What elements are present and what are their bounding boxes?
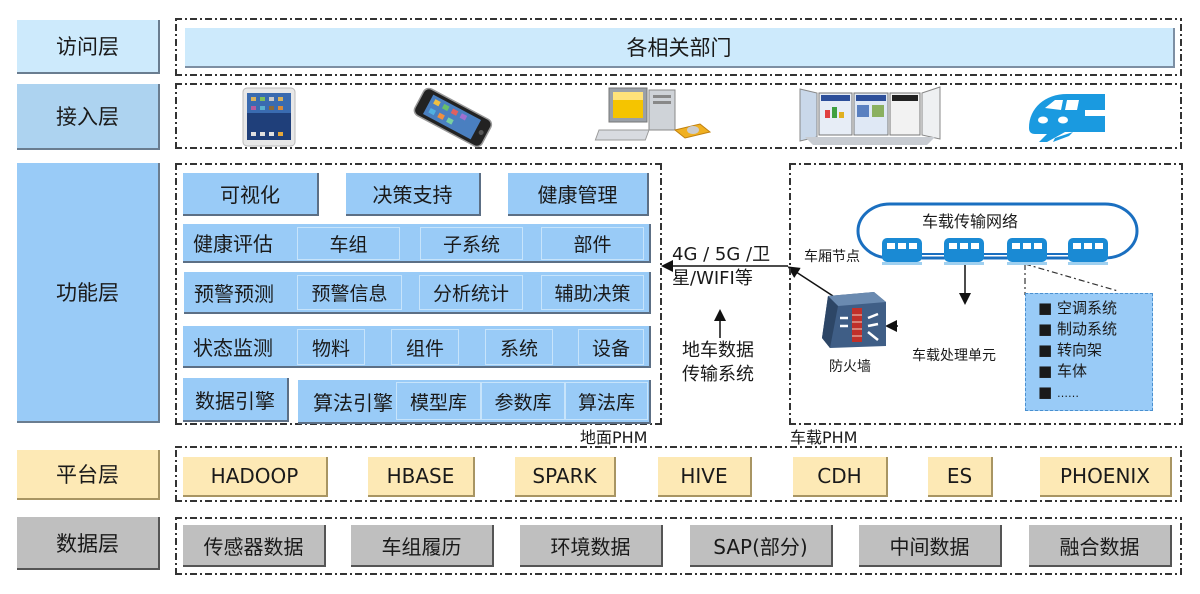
subsystem-item: ■ 转向架 bbox=[1038, 341, 1102, 359]
channel-label-line1: 4G / 5G /卫 bbox=[672, 244, 771, 265]
data-item-sensor: 传感器数据 bbox=[183, 525, 326, 567]
warning-item-decision-aid: 辅助决策 bbox=[541, 275, 644, 310]
car-node-icon bbox=[1068, 238, 1108, 265]
channel-label-line2: 星/WIFI等 bbox=[672, 268, 753, 289]
layer-label-ingress: 接入层 bbox=[17, 84, 160, 150]
engine-item-model-library: 模型库 bbox=[396, 382, 481, 420]
ingress-layer-frame bbox=[175, 83, 1182, 149]
data-item-sap: SAP(部分) bbox=[690, 525, 833, 567]
row-title: 状态监测 bbox=[193, 335, 273, 360]
platform-item-es: ES bbox=[928, 457, 993, 497]
data-item-trainset-history: 车组履历 bbox=[351, 525, 494, 567]
platform-item-hbase: HBASE bbox=[368, 457, 475, 497]
subsystem-item: ■ 车体 bbox=[1038, 362, 1087, 380]
platform-item-hadoop: HADOOP bbox=[183, 457, 328, 497]
onboard-phm-label: 车载PHM bbox=[790, 428, 858, 447]
monitor-item-material: 物料 bbox=[297, 329, 365, 365]
platform-item-cdh: CDH bbox=[793, 457, 888, 497]
subsystem-list: ■ 空调系统 ■ 制动系统 ■ 转向架 ■ 车体 ■ …… bbox=[1025, 293, 1153, 411]
monitor-item-equipment: 设备 bbox=[578, 329, 644, 365]
tablet-icon bbox=[242, 87, 296, 147]
data-item-intermediate: 中间数据 bbox=[859, 525, 1002, 567]
ground-phm-label: 地面PHM bbox=[580, 428, 648, 447]
data-item-fused: 融合数据 bbox=[1029, 525, 1172, 567]
row-title: 预警预测 bbox=[194, 281, 274, 306]
onboard-network-label: 车载传输网络 bbox=[922, 212, 1019, 231]
subsystem-item: ■ 空调系统 bbox=[1038, 299, 1117, 317]
layer-label-function: 功能层 bbox=[17, 163, 160, 423]
module-decision-support: 决策支持 bbox=[346, 173, 481, 216]
firewall-icon bbox=[822, 292, 886, 348]
car-nodes bbox=[882, 238, 1108, 265]
platform-item-phoenix: PHOENIX bbox=[1040, 457, 1172, 497]
car-node-label: 车厢节点 bbox=[804, 249, 860, 265]
firewall-label: 防火墙 bbox=[829, 359, 871, 375]
data-layer-frame bbox=[175, 517, 1182, 575]
dashboard-screens-icon bbox=[799, 86, 941, 145]
data-item-environment: 环境数据 bbox=[520, 525, 663, 567]
platform-item-hive: HIVE bbox=[658, 457, 752, 497]
warning-item-info: 预警信息 bbox=[297, 275, 402, 310]
subsystem-item: ■ …… bbox=[1038, 383, 1079, 401]
desktop-computer-icon bbox=[594, 87, 712, 141]
row-title: 健康评估 bbox=[193, 232, 273, 256]
layer-label-access: 访问层 bbox=[17, 20, 160, 74]
car-node-icon bbox=[944, 238, 984, 265]
layer-label-data: 数据层 bbox=[17, 517, 160, 570]
health-item-component: 部件 bbox=[541, 227, 644, 260]
platform-item-spark: SPARK bbox=[515, 457, 616, 497]
health-item-subsystem: 子系统 bbox=[420, 227, 523, 260]
data-engine-box: 数据引擎 bbox=[183, 378, 289, 422]
monitor-item-system: 系统 bbox=[485, 329, 553, 365]
car-node-icon bbox=[1007, 238, 1047, 265]
engine-item-algorithm-library: 算法库 bbox=[565, 382, 648, 420]
module-health-management: 健康管理 bbox=[508, 173, 649, 216]
engine-item-parameter-library: 参数库 bbox=[481, 382, 565, 420]
health-item-trainset: 车组 bbox=[297, 227, 400, 260]
module-visualization: 可视化 bbox=[183, 173, 319, 216]
monitor-item-assembly: 组件 bbox=[391, 329, 459, 365]
warning-item-statistics: 分析统计 bbox=[419, 275, 523, 310]
processing-unit-label: 车载处理单元 bbox=[912, 348, 996, 364]
transmission-system-line1: 地车数据 bbox=[682, 340, 754, 361]
train-icon bbox=[1029, 94, 1105, 142]
departments-bar: 各相关部门 bbox=[185, 28, 1175, 68]
subsystem-item: ■ 制动系统 bbox=[1038, 320, 1117, 338]
transmission-system-line2: 传输系统 bbox=[682, 364, 754, 385]
algorithm-engine-label: 算法引擎 bbox=[313, 390, 393, 415]
smartphone-icon bbox=[413, 87, 493, 148]
layer-label-platform: 平台层 bbox=[17, 450, 160, 500]
car-node-icon bbox=[882, 238, 922, 265]
